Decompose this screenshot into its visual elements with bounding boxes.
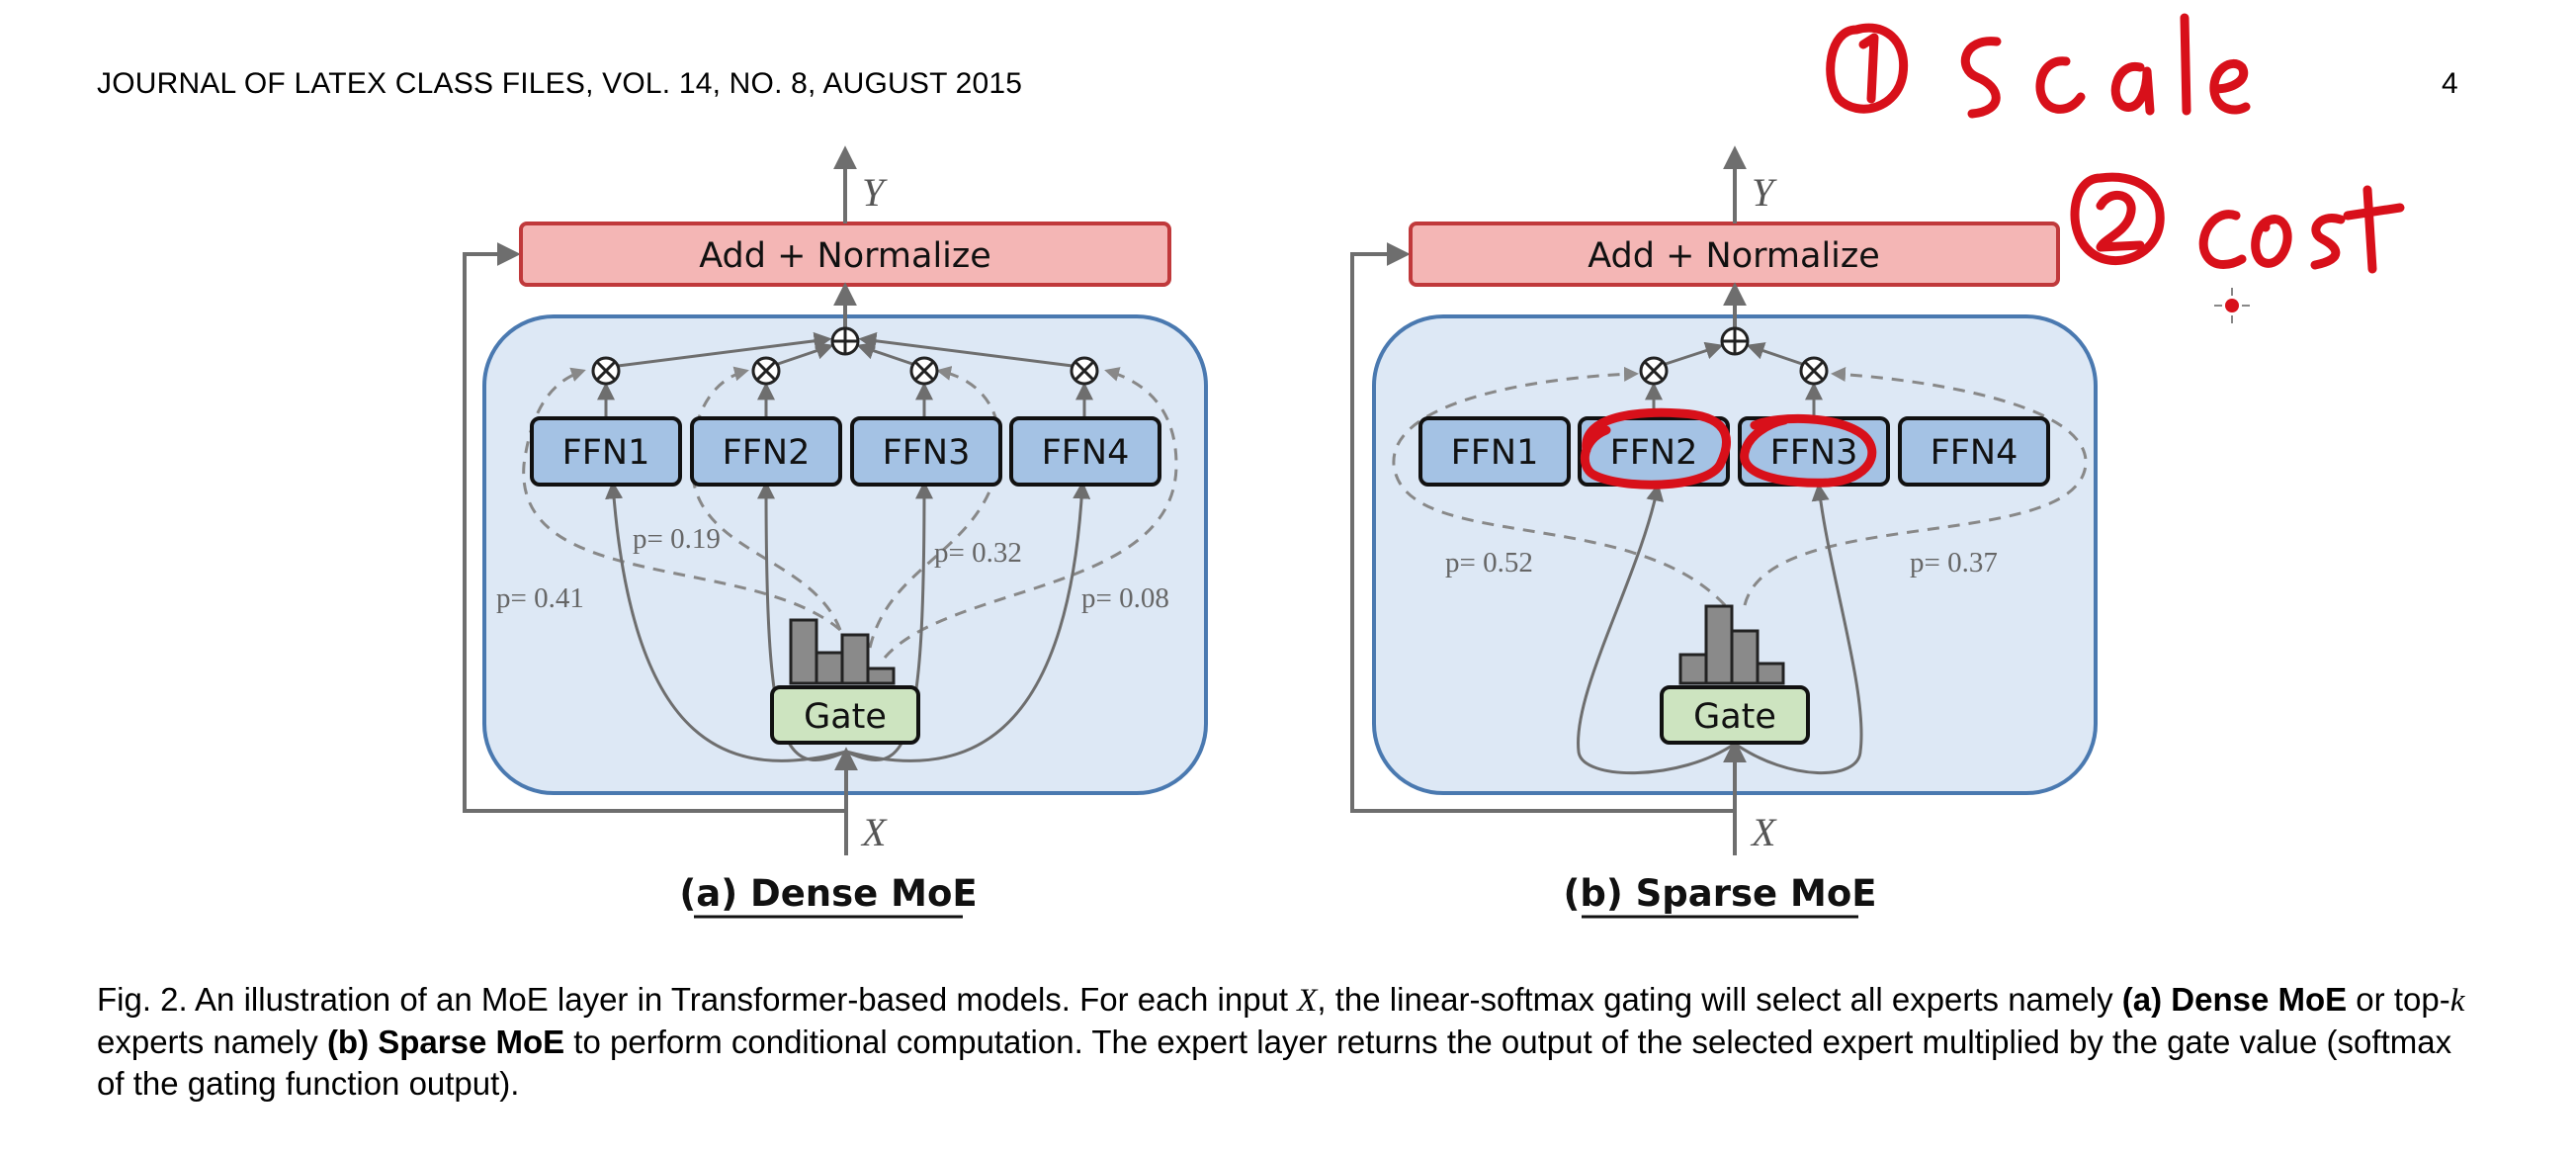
sparse-ffn2-label: FFN2 [1610, 433, 1698, 473]
sparse-ffn4-label: FFN4 [1931, 433, 2018, 473]
caption-part4: experts namely [97, 1024, 327, 1060]
dense-y-label: Y [862, 170, 888, 215]
dense-ffn2-label: FFN2 [723, 433, 811, 473]
dense-moe-diagram: X Add + Normalize Y [463, 145, 1208, 919]
sparse-ffn4-box [1898, 416, 2050, 487]
dense-ffn2-box [690, 416, 842, 487]
caption-part2: , the linear-softmax gating will select … [1317, 981, 2122, 1018]
caption-part5: to perform conditional computation. The … [97, 1024, 2452, 1102]
dense-multiply-nodes [591, 356, 1099, 386]
sparse-ffn-boxes: FFN1 FFN2 FFN3 FFN4 [1418, 416, 2050, 487]
sparse-gate-box [1660, 685, 1810, 745]
note-scale-word [1960, 13, 2251, 119]
sparse-prob-1: p= 0.52 [1445, 547, 1533, 578]
sparse-caption: (b) Sparse MoE [1563, 872, 1876, 915]
sparse-ffn3-label: FFN3 [1770, 433, 1858, 473]
dense-caption: (a) Dense MoE [679, 872, 977, 915]
dense-ffn1-label: FFN1 [562, 433, 650, 473]
moe-figure: X Add + Normalize Y [463, 13, 2405, 919]
dense-ffn3-label: FFN3 [883, 433, 971, 473]
dense-gate-histogram [789, 618, 896, 685]
sparse-sum-node [1720, 326, 1750, 356]
sparse-gate-dashed-curves [1392, 366, 2088, 607]
dense-gate-label: Gate [804, 697, 887, 737]
caption-part3: or top- [2347, 981, 2450, 1018]
note-1-circle [1826, 23, 1909, 114]
dense-prob-2: p= 0.19 [633, 523, 721, 555]
dense-prob-4: p= 0.08 [1081, 582, 1169, 614]
note-1-numeral [1858, 33, 1879, 104]
sparse-y-label: Y [1752, 170, 1777, 215]
dense-x-label: X [860, 810, 888, 854]
caption-var-x: X [1297, 983, 1318, 1019]
sparse-add-normalize-label: Add + Normalize [1588, 236, 1880, 276]
sparse-input-curves [1577, 483, 1863, 775]
sparse-prob-2: p= 0.37 [1910, 547, 1998, 578]
page-number: 4 [2442, 67, 2458, 100]
dense-ffn1-box [530, 416, 682, 487]
dense-sum-node [830, 326, 860, 356]
dense-gate-box [770, 685, 920, 745]
sparse-gate-histogram [1678, 604, 1785, 685]
sparse-ffn1-box [1418, 416, 1571, 487]
handwritten-annotations [1580, 13, 2405, 490]
sparse-x-label: X [1750, 810, 1777, 854]
note-2-numeral [2096, 191, 2145, 252]
sparse-multiply-nodes [1639, 356, 1829, 386]
sparse-moe-diagram: X Add + Normalize Y [1350, 145, 2098, 919]
caption-part1: Fig. 2. An illustration of an MoE layer … [97, 981, 1298, 1018]
ffn2-highlight-circle [1580, 407, 1731, 490]
dense-mult-to-sum-lines [617, 331, 1073, 368]
note-2-circle [2070, 172, 2165, 266]
caption-bold-a: (a) Dense MoE [2121, 981, 2348, 1018]
cursor-pointer-icon [2214, 288, 2250, 323]
ffn3-highlight-circle [1740, 414, 1877, 488]
dense-residual-line [463, 242, 846, 813]
figure-caption: Fig. 2. An illustration of an MoE layer … [97, 979, 2469, 1105]
dense-prob-1: p= 0.41 [496, 582, 584, 614]
dense-ffn3-box [850, 416, 1002, 487]
dense-ffn-boxes: FFN1 FFN2 FFN3 FFN4 [530, 416, 1161, 487]
sparse-gate-label: Gate [1693, 697, 1776, 737]
sparse-residual-line [1350, 242, 1735, 813]
dense-prob-3: p= 0.32 [934, 537, 1022, 569]
sparse-ffn-to-mult-lines [1645, 341, 1823, 417]
caption-var-k: k [2449, 983, 2465, 1019]
journal-header: JOURNAL OF LATEX CLASS FILES, VOL. 14, N… [97, 67, 1023, 100]
note-cost-word [2198, 185, 2405, 274]
dense-ffn4-box [1009, 416, 1161, 487]
dense-ffn4-label: FFN4 [1042, 433, 1130, 473]
caption-bold-b: (b) Sparse MoE [326, 1024, 565, 1060]
dense-add-normalize-label: Add + Normalize [699, 236, 991, 276]
dense-ffn-to-mult-lines [597, 382, 1093, 417]
sparse-ffn1-label: FFN1 [1451, 433, 1539, 473]
